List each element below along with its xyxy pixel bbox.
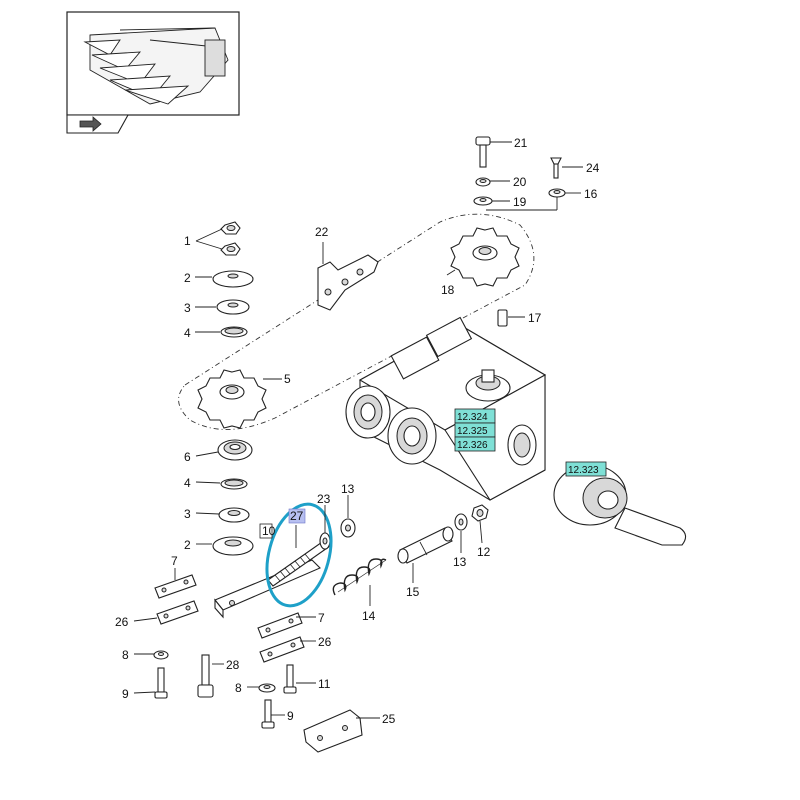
callout-20[interactable]: 20 (513, 175, 527, 189)
washer-16[interactable] (548, 188, 566, 198)
reference-label: 12.325 (457, 426, 488, 437)
callout-11[interactable]: 11 (318, 677, 331, 691)
callout-1[interactable]: 1 (184, 234, 191, 248)
callout-26a[interactable]: 26 (115, 615, 129, 629)
corn-header-icon (83, 27, 229, 105)
callout-16[interactable]: 16 (584, 187, 598, 201)
bolt-11[interactable] (283, 664, 297, 694)
callout-8a[interactable]: 8 (122, 648, 129, 662)
washer-13a[interactable] (340, 518, 356, 538)
sprocket-18[interactable] (450, 227, 520, 287)
screw-24[interactable] (550, 157, 562, 179)
sprocket-5[interactable] (197, 369, 267, 429)
callout-5[interactable]: 5 (284, 372, 291, 386)
drive-chain (178, 213, 535, 430)
callout-17[interactable]: 17 (528, 311, 542, 325)
ring-4b[interactable] (220, 478, 248, 490)
bolt-28[interactable] (197, 654, 214, 698)
leader-lines (133, 141, 583, 719)
callout-2b[interactable]: 2 (184, 538, 191, 552)
callout-15[interactable]: 15 (406, 585, 420, 599)
callout-9b[interactable]: 9 (287, 709, 294, 723)
washer-8-left[interactable] (153, 650, 169, 660)
callout-12[interactable]: 12 (477, 545, 491, 559)
plate-7-left[interactable] (154, 574, 197, 599)
gearbox-housing (345, 316, 547, 501)
callout-7a[interactable]: 7 (171, 554, 178, 568)
nut-23[interactable] (319, 532, 331, 550)
callout-25[interactable]: 25 (382, 712, 396, 726)
callout-27[interactable]: 27 (290, 509, 304, 523)
reference-label: 12.326 (457, 440, 488, 451)
callout-4[interactable]: 4 (184, 326, 191, 340)
callout-26b[interactable]: 26 (318, 635, 332, 649)
plate-7-right[interactable] (257, 612, 303, 639)
callout-4b[interactable]: 4 (184, 476, 191, 490)
callout-19[interactable]: 19 (513, 195, 527, 209)
drive-coupling (553, 464, 687, 546)
washer-3b[interactable] (218, 507, 250, 523)
bolt-9-left[interactable] (154, 667, 168, 699)
washer-2b[interactable] (212, 536, 254, 556)
sleeve-15[interactable] (397, 526, 454, 564)
washer-13b[interactable] (454, 513, 468, 531)
callout-27-box (288, 508, 306, 524)
callout-10-box (259, 523, 273, 539)
nut-1[interactable] (220, 221, 241, 256)
callout-23[interactable]: 23 (317, 492, 331, 506)
callout-13a[interactable]: 13 (453, 555, 467, 569)
bracket-25[interactable] (303, 709, 363, 753)
callout-21[interactable]: 21 (514, 136, 528, 150)
callout-28[interactable]: 28 (226, 658, 240, 672)
callout-9a[interactable]: 9 (122, 687, 129, 701)
washer-2[interactable] (212, 270, 254, 288)
callout-3b[interactable]: 3 (184, 507, 191, 521)
callout-3[interactable]: 3 (184, 301, 191, 315)
ring-4[interactable] (220, 326, 248, 338)
callout-10[interactable]: 10 (262, 524, 276, 538)
reference-label: 12.323 (568, 465, 599, 476)
callout-2[interactable]: 2 (184, 271, 191, 285)
bolt-9-right[interactable] (261, 699, 275, 729)
highlight-ring (265, 502, 333, 608)
reference-label: 12.324 (457, 412, 488, 423)
nut-20[interactable] (475, 177, 491, 187)
callout-7b[interactable]: 7 (318, 611, 325, 625)
bolt-21[interactable] (475, 136, 491, 168)
callout-13b[interactable]: 13 (341, 482, 355, 496)
reference-12-324[interactable]: 12.324 (454, 408, 496, 424)
callout-14[interactable]: 14 (362, 609, 376, 623)
bracket-22[interactable] (317, 254, 379, 311)
header-thumbnail[interactable] (66, 11, 240, 134)
callout-8b[interactable]: 8 (235, 681, 242, 695)
callout-6[interactable]: 6 (184, 450, 191, 464)
callout-18[interactable]: 18 (441, 283, 455, 297)
washer-3[interactable] (216, 299, 250, 315)
nut-12[interactable] (471, 504, 489, 522)
plate-26-right[interactable] (259, 636, 305, 663)
reference-12-326[interactable]: 12.326 (454, 436, 496, 452)
callout-24[interactable]: 24 (586, 161, 600, 175)
spring-14[interactable] (332, 558, 387, 596)
navigate-arrow-icon[interactable] (79, 116, 102, 132)
plate-26-left[interactable] (156, 600, 199, 625)
washer-19[interactable] (473, 196, 493, 206)
reference-12-325[interactable]: 12.325 (454, 422, 496, 438)
left-hardware-stack (212, 221, 254, 556)
bearing-6[interactable] (217, 439, 253, 461)
key-17[interactable] (497, 309, 508, 327)
callout-22[interactable]: 22 (315, 225, 329, 239)
reference-12-323[interactable]: 12.323 (565, 461, 607, 477)
washer-8-right[interactable] (258, 683, 276, 693)
callout-labels: 1 2 3 4 5 6 4 3 2 7 26 8 9 28 8 9 11 7 2… (115, 136, 600, 726)
